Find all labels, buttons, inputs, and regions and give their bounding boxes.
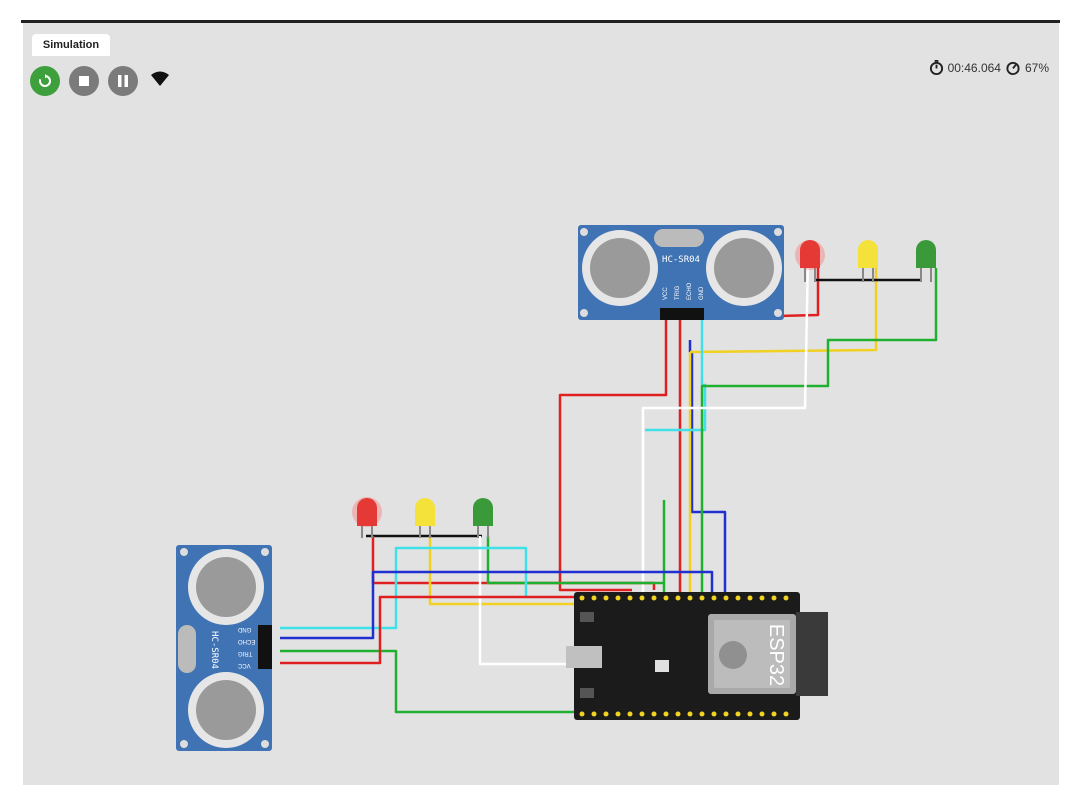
led-green[interactable] [473,498,493,538]
pin-label: GND [699,286,705,300]
speedometer-icon [1006,61,1020,75]
pause-button[interactable] [108,66,138,96]
ultrasonic-sensor-left[interactable]: HC-SR04 GND ECHO TRIG VCC [176,545,272,751]
tab-simulation-label: Simulation [42,39,100,51]
esp32-board[interactable]: ESP32 [566,592,828,720]
pin-label: ECHO [238,638,256,644]
pin-label: TRIG [675,285,681,300]
wire-blue[interactable] [688,340,727,592]
pin-label: ECHO [687,282,693,300]
stop-button[interactable] [69,66,99,96]
wire-green[interactable] [486,536,665,585]
wifi-icon[interactable] [151,71,169,87]
wire-yellow[interactable] [428,536,585,606]
led-group-top [795,240,936,282]
pin-label: VCC [663,287,669,300]
wire-red[interactable] [280,595,580,665]
wire-white[interactable] [478,536,590,666]
wire-cyan[interactable] [645,320,707,432]
wire-red[interactable] [558,320,668,592]
restart-button[interactable] [30,66,60,96]
led-group-left [352,497,493,538]
sensor-top-label: HC-SR04 [662,255,700,265]
board-pin-header [579,595,789,717]
pause-icon [118,75,128,87]
wire-yellow[interactable] [689,268,878,354]
esp32-label: ESP32 [765,624,787,686]
window-top-border [21,20,1060,23]
wire-blue[interactable] [280,570,714,640]
ultrasonic-sensor-top[interactable]: HC-SR04 VCC TRIG ECHO GND [578,225,784,320]
status-bar: 00:46.064 67% [929,60,1049,75]
pin-label: TRIG [238,650,253,656]
restart-icon [39,74,51,87]
pin-label: GND [237,626,251,632]
stop-icon [79,76,89,86]
pin-label: VCC [237,662,250,668]
wire-green[interactable] [280,649,580,714]
simulation-time: 00:46.064 [947,60,1001,75]
wire-cyan[interactable] [280,546,528,630]
led-yellow[interactable] [415,498,435,538]
stopwatch-icon [929,60,943,75]
simulation-speed: 67% [1024,60,1049,75]
sensor-left-label: HC-SR04 [209,631,219,669]
led-red[interactable] [795,240,825,282]
led-yellow[interactable] [858,240,878,282]
wire-green[interactable] [700,268,938,592]
tab-simulation[interactable]: Simulation [32,34,110,56]
led-green[interactable] [916,240,936,282]
led-red[interactable] [352,497,382,538]
